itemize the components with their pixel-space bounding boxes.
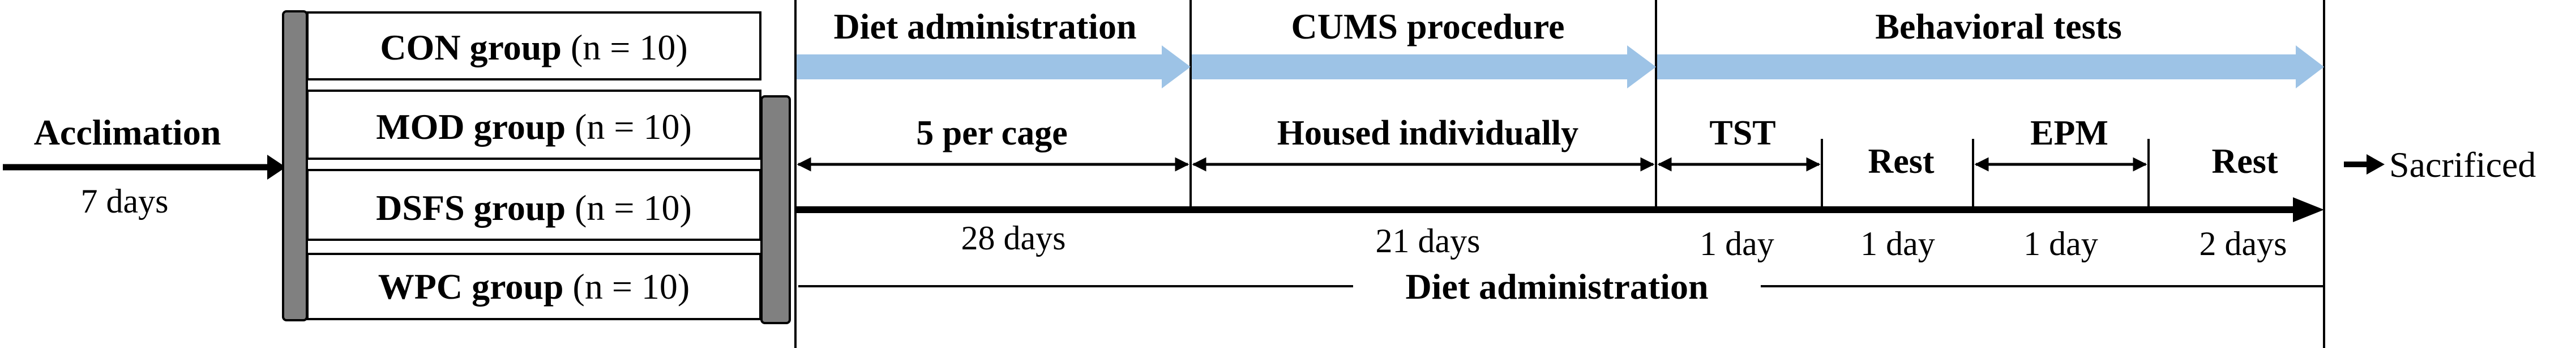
phase-arrow-cums	[1192, 45, 1656, 88]
bottom-diet-label: Diet administration	[1405, 266, 1708, 307]
group-name: WPC group	[378, 266, 564, 307]
housing-label-group: 5 per cage	[916, 114, 1067, 152]
duration-label: 1 day	[1860, 225, 1935, 262]
end-arrow-head	[2367, 154, 2385, 175]
acclimation-arrow-head	[267, 155, 286, 180]
phase-label-diet: Diet administration	[833, 6, 1136, 46]
duration-label: 21 days	[1376, 222, 1480, 260]
svg-text:MOD group (n = 10): MOD group (n = 10)	[376, 107, 692, 147]
phase-label-behavioral: Behavioral tests	[1875, 6, 2122, 46]
group-name: CON group	[380, 27, 562, 67]
group-bracket-left	[282, 10, 308, 321]
group-box-con: CON group (n = 10)	[306, 11, 761, 80]
group-count: (n = 10)	[575, 107, 692, 147]
acclimation-label: Acclimation	[34, 112, 221, 152]
group-bracket-right	[760, 95, 791, 324]
phase-arrow-diet	[797, 45, 1191, 88]
group-box-wpc: WPC group (n = 10)	[306, 253, 761, 320]
group-box-mod: MOD group (n = 10)	[306, 90, 761, 160]
acclimation-duration: 7 days	[81, 183, 169, 220]
svg-text:DSFS group (n = 10): DSFS group (n = 10)	[376, 188, 692, 228]
duration-label: 2 days	[2200, 225, 2287, 262]
phase-label-cums: CUMS procedure	[1291, 6, 1565, 46]
housing-label-individual: Housed individually	[1277, 114, 1578, 152]
phase-arrow-behavioral	[1657, 45, 2324, 88]
duration-label: 1 day	[1700, 225, 1774, 262]
test-label-tst: TST	[1709, 114, 1775, 152]
duration-label: 28 days	[961, 219, 1066, 257]
svg-text:CON group (n = 10): CON group (n = 10)	[380, 27, 687, 67]
test-label-rest-2: Rest	[2211, 142, 2278, 181]
group-name: DSFS group	[376, 188, 566, 228]
test-label-epm: EPM	[2030, 114, 2108, 152]
test-label-rest-1: Rest	[1868, 142, 1934, 181]
group-count: (n = 10)	[575, 188, 692, 228]
group-name: MOD group	[376, 107, 566, 147]
end-label: Sacrificed	[2389, 145, 2536, 185]
group-count: (n = 10)	[571, 27, 688, 67]
svg-text:WPC group (n = 10): WPC group (n = 10)	[378, 266, 690, 307]
group-count: (n = 10)	[573, 266, 690, 307]
main-timeline-arrow-head	[2293, 197, 2324, 222]
group-box-dsfs: DSFS group (n = 10)	[306, 169, 761, 241]
duration-label: 1 day	[2023, 225, 2098, 262]
